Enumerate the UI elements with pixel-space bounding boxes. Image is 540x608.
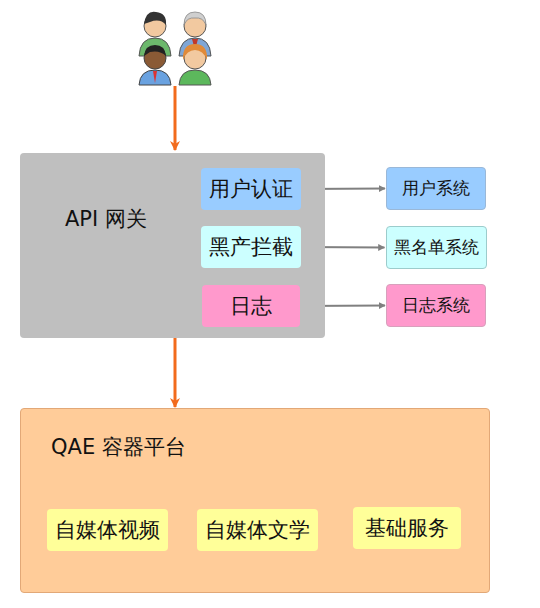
entry-arrow	[174, 86, 177, 150]
service-box: 日志系统	[386, 284, 486, 327]
service-box: 自媒体文学	[197, 509, 318, 551]
box-label: 日志	[230, 292, 272, 320]
users-icon	[139, 12, 211, 85]
service-box: 日志	[202, 285, 300, 327]
container-box: QAE 容器平台自媒体视频 自媒体文学 基础服务	[20, 408, 490, 593]
box-label: 自媒体视频	[55, 516, 160, 544]
container-box: API 网关 用户认证黑产拦截日志	[20, 153, 325, 338]
service-box: 黑名单系统	[386, 226, 487, 269]
box-label: 自媒体文学	[205, 516, 310, 544]
box-label: 用户系统	[402, 177, 470, 200]
service-box: 用户认证	[201, 168, 301, 210]
container-title: API 网关	[65, 205, 147, 233]
box-label: 日志系统	[402, 294, 470, 317]
box-label: 黑名单系统	[394, 236, 479, 259]
service-box: 自媒体视频	[47, 509, 168, 551]
box-label: 用户认证	[209, 175, 293, 203]
container-title: QAE 容器平台	[51, 433, 186, 461]
connector-arrow	[174, 338, 177, 407]
box-label: 黑产拦截	[209, 233, 293, 261]
service-box: 用户系统	[386, 167, 486, 210]
box-label: 基础服务	[365, 514, 449, 542]
service-box: 黑产拦截	[201, 226, 301, 268]
service-box: 基础服务	[353, 507, 461, 549]
